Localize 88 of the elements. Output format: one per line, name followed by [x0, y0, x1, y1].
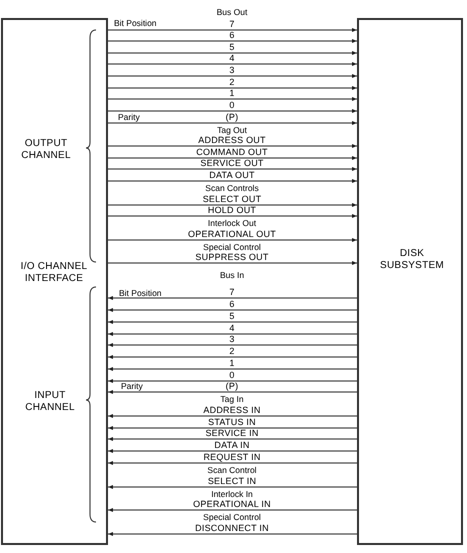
signal-label: 1 — [229, 358, 235, 368]
arrow — [108, 437, 358, 441]
signal-label: DATA OUT — [209, 170, 255, 180]
signal-label: 3 — [229, 334, 235, 344]
group-heading: Parity — [118, 112, 140, 122]
signal-label: OPERATIONAL IN — [193, 499, 271, 509]
block-label: DISK SUBSYSTEM — [379, 248, 445, 272]
signal-label: DATA IN — [214, 440, 250, 450]
arrow — [108, 121, 358, 125]
signal-label: SELECT IN — [208, 476, 256, 486]
arrow — [108, 343, 358, 347]
block-label: OUTPUT CHANNEL — [20, 138, 72, 162]
arrow — [108, 379, 358, 383]
group-heading: Tag In — [220, 394, 244, 404]
arrow — [108, 62, 358, 66]
arrow — [108, 332, 358, 336]
signal-label: 0 — [229, 370, 235, 380]
group-heading: Scan Control — [207, 465, 257, 475]
group-heading: Scan Controls — [205, 183, 259, 193]
signal-label: 1 — [229, 88, 235, 98]
arrow — [108, 28, 358, 32]
signal-label: 7 — [229, 19, 235, 29]
signal-label: (P) — [226, 112, 238, 122]
group-heading: Special Control — [203, 242, 261, 252]
block-box — [1, 18, 108, 545]
signal-label: 4 — [229, 53, 235, 63]
arrow — [108, 426, 358, 430]
signal-label: ADDRESS OUT — [198, 135, 266, 145]
group-heading: Interlock In — [211, 489, 253, 499]
signal-label: 3 — [229, 65, 235, 75]
arrow — [108, 203, 358, 207]
signal-label: SUPPRESS OUT — [195, 252, 269, 262]
signal-label: 2 — [229, 77, 235, 87]
group-heading: Interlock Out — [208, 218, 256, 228]
signal-label: STATUS IN — [208, 417, 256, 427]
signal-label: OPERATIONAL OUT — [188, 229, 276, 239]
signal-label: 4 — [229, 323, 235, 333]
arrow — [108, 214, 358, 218]
group-heading: Special Control — [203, 512, 261, 522]
group-heading: Tag Out — [217, 125, 247, 135]
signal-label: 2 — [229, 346, 235, 356]
signal-label: COMMAND OUT — [196, 147, 268, 157]
arrow — [108, 51, 358, 55]
arrow — [108, 367, 358, 371]
signal-label: ADDRESS IN — [203, 405, 261, 415]
signal-label: (P) — [226, 381, 238, 391]
arrow — [108, 144, 358, 148]
arrow — [108, 532, 358, 536]
signal-label: SERVICE IN — [205, 428, 259, 438]
group-heading: Bit Position — [119, 288, 162, 298]
group-heading: Bus In — [220, 270, 244, 280]
arrow — [108, 39, 358, 43]
signal-label: 0 — [229, 100, 235, 110]
signal-label: DISCONNECT IN — [195, 523, 269, 533]
group-heading: Parity — [121, 381, 143, 391]
arrow — [108, 97, 358, 101]
block-box — [357, 18, 463, 545]
arrow — [108, 485, 358, 489]
arrow — [108, 461, 358, 465]
signal-label: 5 — [229, 311, 235, 321]
signal-label: 6 — [229, 299, 235, 309]
signal-label: 5 — [229, 42, 235, 52]
arrow — [108, 390, 358, 394]
arrow — [108, 261, 358, 265]
arrow — [108, 167, 358, 171]
signal-label: SELECT OUT — [202, 194, 262, 204]
arrow — [108, 156, 358, 160]
signal-label: SERVICE OUT — [200, 158, 264, 168]
arrow — [108, 320, 358, 324]
arrow — [108, 86, 358, 90]
arrow — [108, 449, 358, 453]
arrow — [108, 179, 358, 183]
block-label: INPUT CHANNEL — [24, 390, 76, 414]
arrow — [108, 238, 358, 242]
arrow — [108, 355, 358, 359]
signal-label: 6 — [229, 30, 235, 40]
arrow — [108, 508, 358, 512]
arrow — [108, 296, 358, 300]
group-heading: Bit Position — [114, 18, 157, 28]
signal-label: REQUEST IN — [203, 452, 261, 462]
signal-label: HOLD OUT — [208, 205, 256, 215]
arrow — [108, 414, 358, 418]
arrow — [108, 109, 358, 113]
group-heading: Bus Out — [216, 7, 248, 17]
arrow — [108, 74, 358, 78]
block-label: I/O CHANNEL INTERFACE — [20, 261, 88, 285]
signal-label: 7 — [229, 287, 235, 297]
arrow — [108, 308, 358, 312]
